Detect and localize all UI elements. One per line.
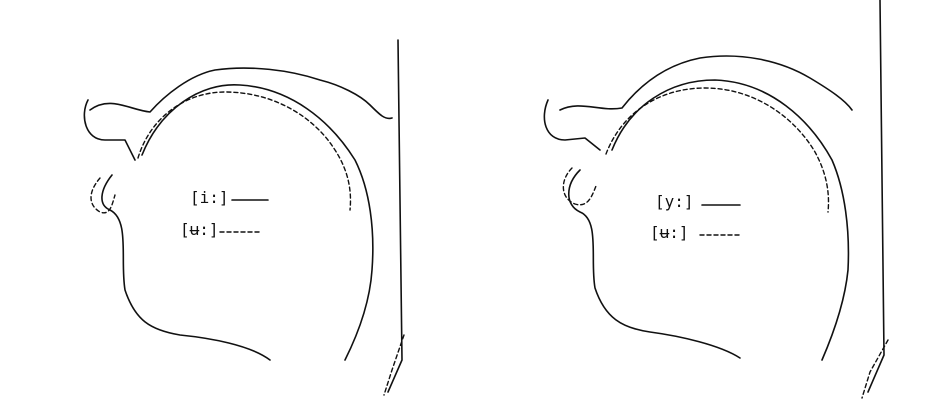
right-tongue-solid [612, 80, 848, 360]
left-legend-label-dashed: [ʉ:] [180, 220, 219, 239]
right-palate-solid [560, 56, 852, 110]
left-pharynx-wall-dashed [384, 335, 404, 395]
right-lip-dashed [563, 168, 596, 205]
right-pharynx-wall-solid [868, 0, 884, 392]
left-jaw-solid [102, 175, 270, 360]
right-tongue-dashed [606, 88, 828, 212]
left-pharynx-wall-solid [388, 40, 402, 392]
right-legend-label-dashed: [ʉ:] [650, 223, 689, 242]
left-tongue-dashed [138, 92, 350, 210]
right-legend-label-solid: [y:] [655, 192, 694, 211]
left-lip-dashed [91, 178, 115, 213]
left-vocal-tract [84, 40, 404, 395]
left-legend-label-solid: [i:] [190, 188, 229, 207]
left-tongue-solid [142, 85, 373, 360]
right-vocal-tract [544, 0, 888, 398]
